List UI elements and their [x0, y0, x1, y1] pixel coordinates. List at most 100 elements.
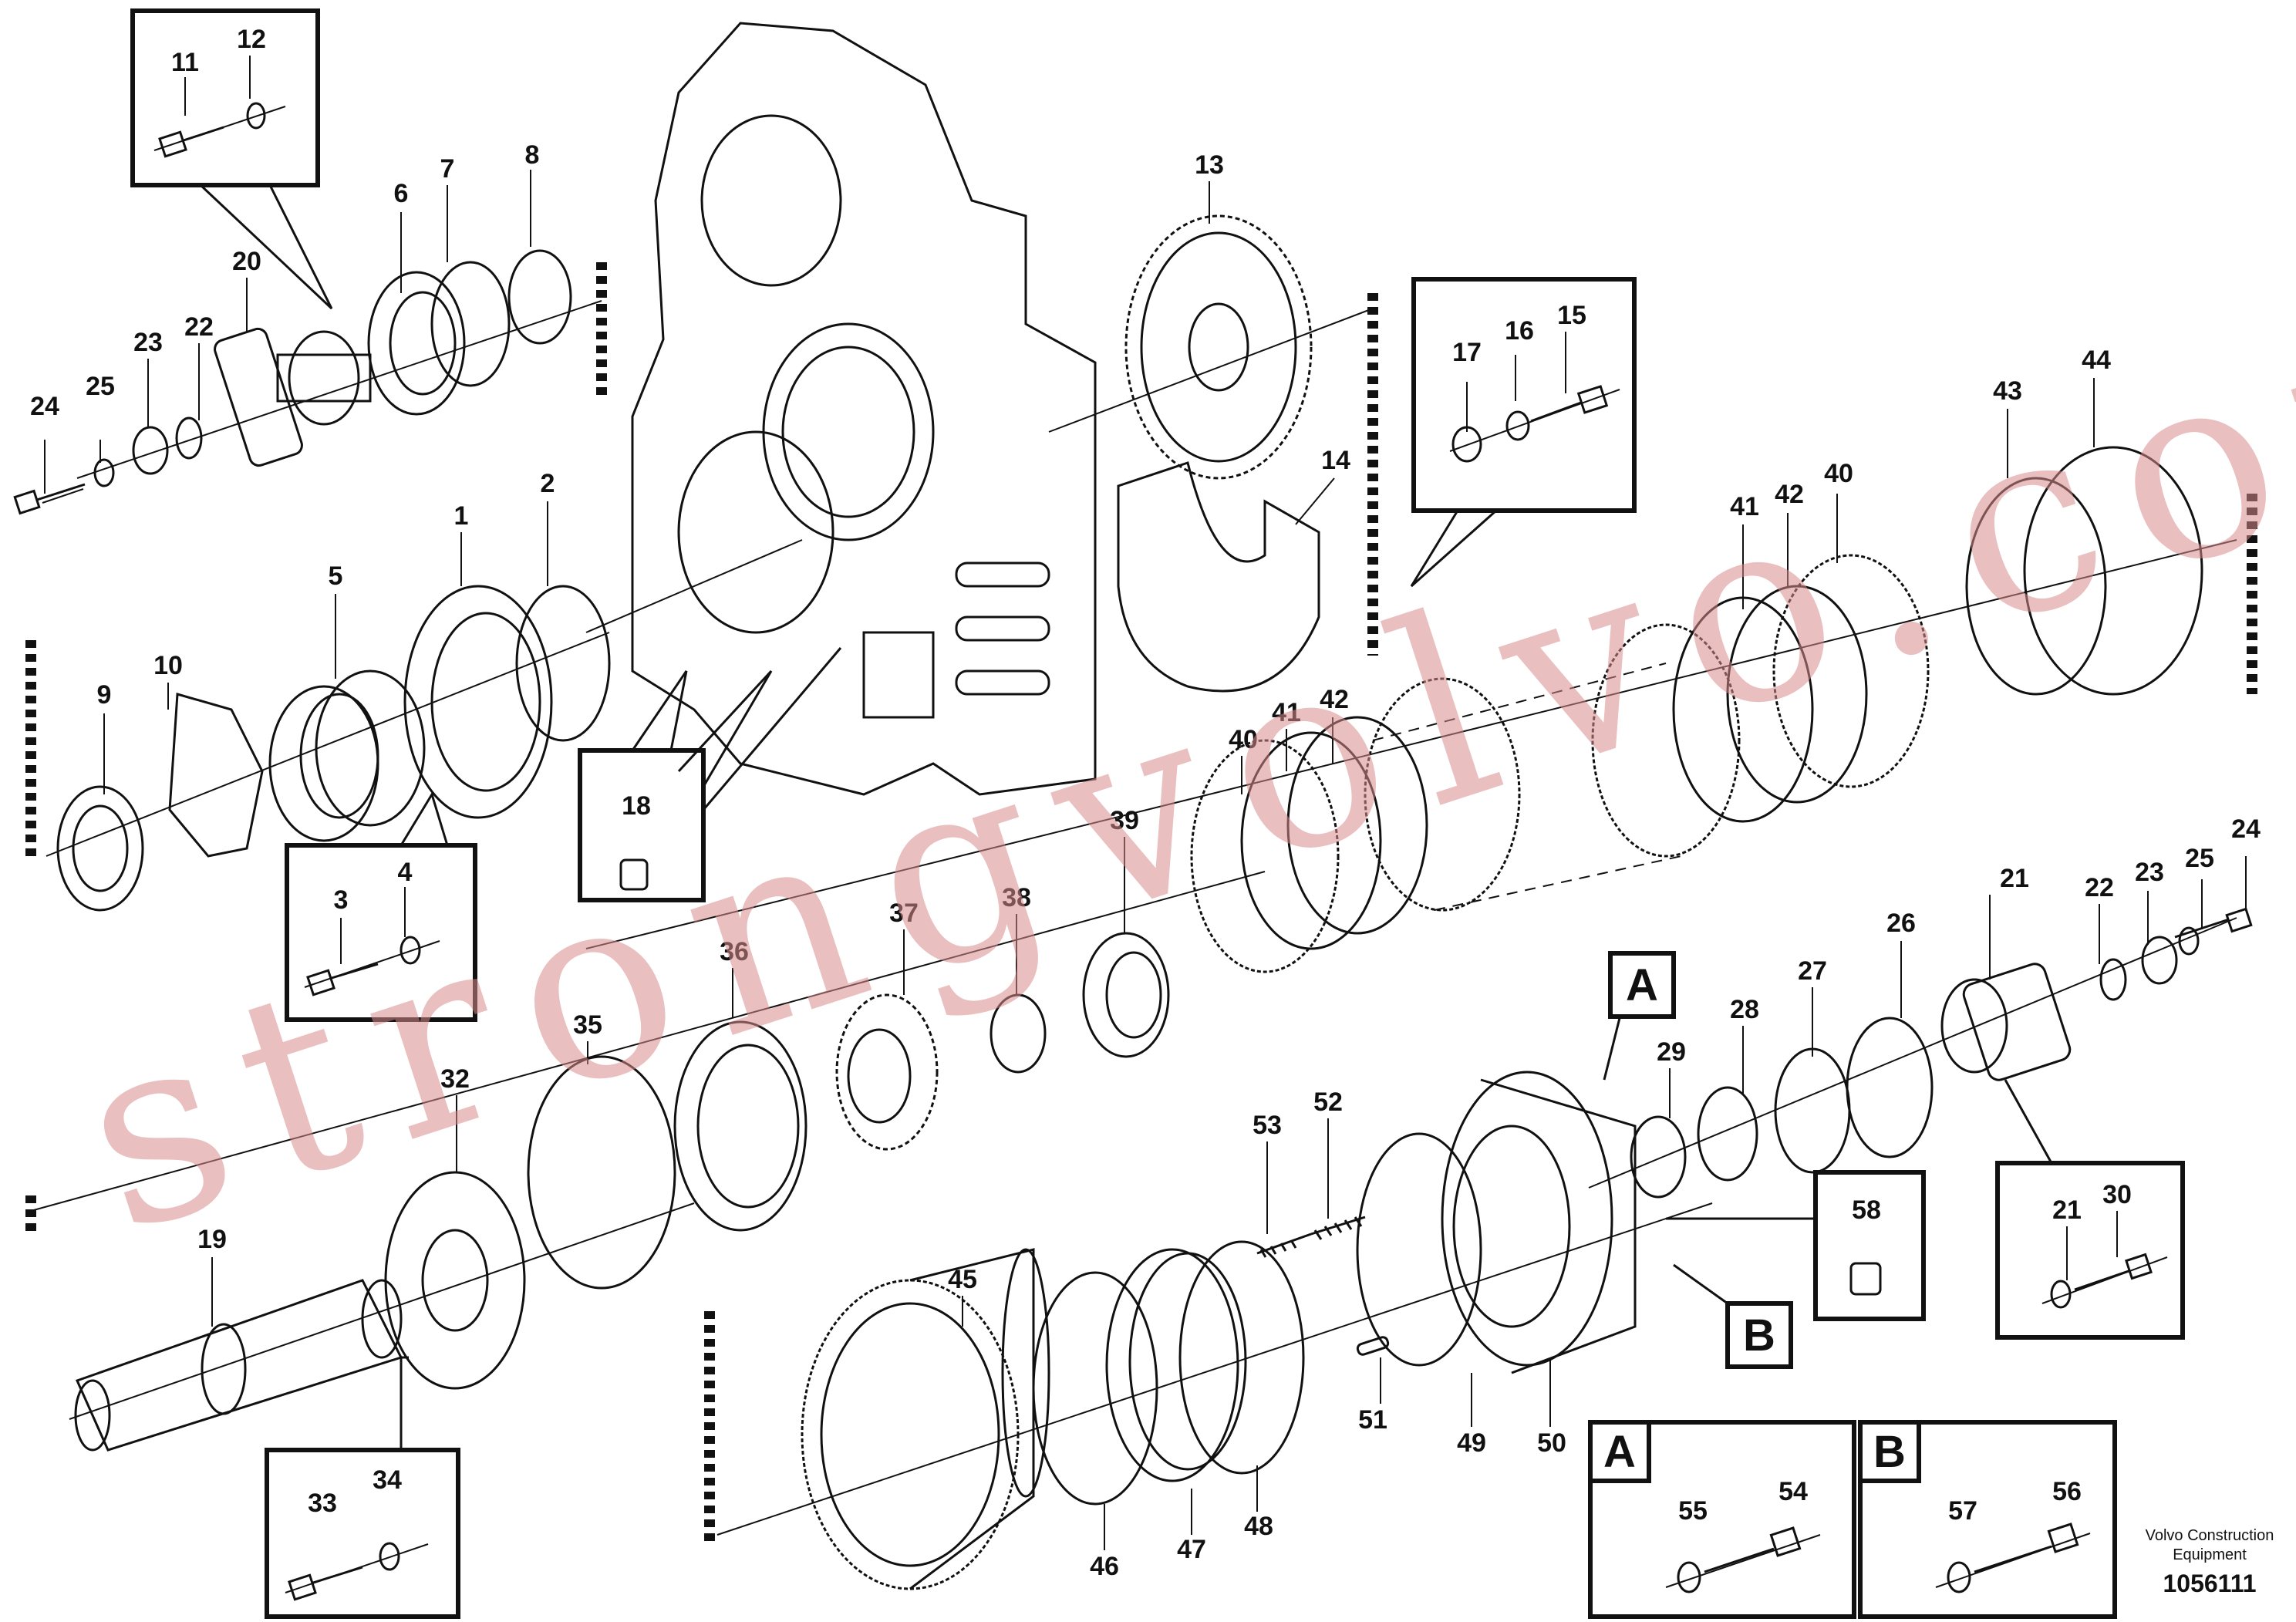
- footer-block: Volvo Construction Equipment 1056111: [2146, 1527, 2274, 1597]
- watermark-text: strongvolvo.com: [49, 210, 2296, 1290]
- footer-company-2: Equipment: [2173, 1546, 2247, 1563]
- label-8: 8: [525, 140, 540, 170]
- disc-41-icon: [1240, 731, 1382, 950]
- o-ring-2-icon: [515, 585, 611, 742]
- label-49: 49: [1457, 1428, 1486, 1458]
- seal-46-icon: [1032, 1271, 1158, 1506]
- label-35: 35: [573, 1010, 602, 1040]
- inset-plug-18: [578, 647, 842, 902]
- label-25: 25: [86, 372, 115, 401]
- snap-ring-35-icon: [527, 1055, 676, 1290]
- label-47: 47: [1177, 1535, 1206, 1564]
- label-3: 3: [334, 885, 349, 915]
- label-28: 28: [1730, 995, 1759, 1024]
- label-18: 18: [622, 791, 651, 821]
- label-45: 45: [948, 1265, 977, 1294]
- label-36: 36: [720, 937, 749, 966]
- thrust-washer-32-icon: [384, 1171, 526, 1390]
- label-54: 54: [1778, 1477, 1808, 1506]
- label-17: 17: [1452, 338, 1482, 367]
- label-9: 9: [97, 680, 112, 710]
- drum-45-icon: [801, 1248, 1050, 1590]
- label-57: 57: [1948, 1496, 1977, 1526]
- label-55: 55: [1678, 1496, 1708, 1526]
- inset-b-bolt-56-57: B: [1858, 1420, 2117, 1619]
- label-30: 30: [2102, 1180, 2132, 1209]
- ring-44-icon: [2023, 446, 2203, 696]
- label-51: 51: [1358, 1405, 1387, 1435]
- bearing-5-icon: [268, 669, 426, 842]
- label-44: 44: [2082, 346, 2111, 375]
- label-42: 42: [1320, 685, 1349, 714]
- label-41: 41: [1272, 698, 1301, 727]
- label-43: 43: [1993, 376, 2022, 406]
- o-ring-22b-icon: [2099, 958, 2127, 1001]
- lower-shaft-assembly: [69, 1171, 695, 1452]
- label-16: 16: [1505, 316, 1534, 346]
- label-38: 38: [1002, 883, 1031, 912]
- callout-a-tag: A: [1608, 951, 1676, 1019]
- label-1: 1: [454, 501, 469, 531]
- washer-25b-icon: [2178, 926, 2200, 956]
- disc-40b-icon: [1772, 554, 1930, 788]
- label-48: 48: [1244, 1512, 1273, 1541]
- label-29: 29: [1657, 1037, 1686, 1067]
- inset-bolt-33-34: [265, 1448, 460, 1619]
- part-labels: 11 12 6 7 8 20 22 23 25 24 13 14 15 16 1…: [30, 25, 2261, 1581]
- label-50: 50: [1537, 1428, 1566, 1458]
- bearing-cover-6-icon: [367, 271, 466, 416]
- gear-37-icon: [835, 993, 939, 1151]
- yoke-flange-20-icon: [214, 327, 372, 467]
- label-41b: 41: [1730, 492, 1759, 521]
- seal-7-icon: [430, 261, 511, 387]
- label-20: 20: [232, 247, 261, 276]
- disc-40-icon: [1190, 739, 1340, 973]
- label-22: 22: [184, 312, 214, 342]
- label-40b: 40: [1824, 459, 1853, 488]
- piston-assembly: [704, 1001, 1828, 1590]
- o-ring-22-icon: [175, 416, 203, 460]
- seal-9-icon: [56, 785, 144, 912]
- ring-8-icon: [507, 249, 572, 345]
- label-7: 7: [440, 154, 455, 184]
- ring-29-icon: [1630, 1115, 1687, 1199]
- label-52: 52: [1313, 1088, 1343, 1117]
- label-37: 37: [889, 899, 919, 928]
- disc-42-icon: [1286, 716, 1428, 935]
- ring-48-icon: [1178, 1240, 1305, 1475]
- cover-36-icon: [673, 1020, 807, 1232]
- callout-b-tag: B: [1725, 1301, 1793, 1369]
- transmission-housing-icon: [585, 22, 1097, 796]
- o-ring-49-icon: [1356, 1132, 1482, 1367]
- seal-27-icon: [1774, 1047, 1851, 1174]
- bolt-24-icon: [13, 483, 86, 515]
- inset-a-bolt-54-55: A: [1588, 1420, 1856, 1619]
- label-11: 11: [171, 48, 199, 77]
- piston-housing-50-icon: [1441, 1071, 1637, 1374]
- label-21b: 21: [2052, 1195, 2082, 1225]
- inset-bolt-21-30: [1995, 1079, 2185, 1340]
- svg-text:B: B: [1873, 1427, 1906, 1477]
- bearing-housing-1-icon: [403, 585, 553, 819]
- label-27: 27: [1798, 956, 1827, 986]
- label-40: 40: [1229, 725, 1258, 754]
- spring-53-icon: [1256, 1233, 1312, 1258]
- label-24b: 24: [2231, 814, 2261, 844]
- label-5: 5: [329, 561, 343, 591]
- label-42b: 42: [1775, 480, 1804, 509]
- label-15: 15: [1557, 301, 1586, 330]
- inset-bolt-3-4: [285, 791, 477, 1022]
- svg-text:B: B: [1743, 1310, 1775, 1361]
- shaft-19-icon: [75, 1279, 403, 1452]
- yoke-flange-21-icon: [1940, 963, 2072, 1081]
- label-24: 24: [30, 392, 59, 421]
- label-58: 58: [1852, 1195, 1881, 1225]
- label-13: 13: [1195, 150, 1224, 180]
- piston-47-icon: [1105, 1248, 1239, 1482]
- label-53: 53: [1253, 1111, 1282, 1140]
- mid-shaft-assembly: [25, 871, 1266, 1290]
- bearing-38-icon: [990, 993, 1047, 1074]
- ring-28-icon: [1697, 1086, 1758, 1182]
- label-23: 23: [133, 328, 163, 357]
- label-56: 56: [2052, 1477, 2082, 1506]
